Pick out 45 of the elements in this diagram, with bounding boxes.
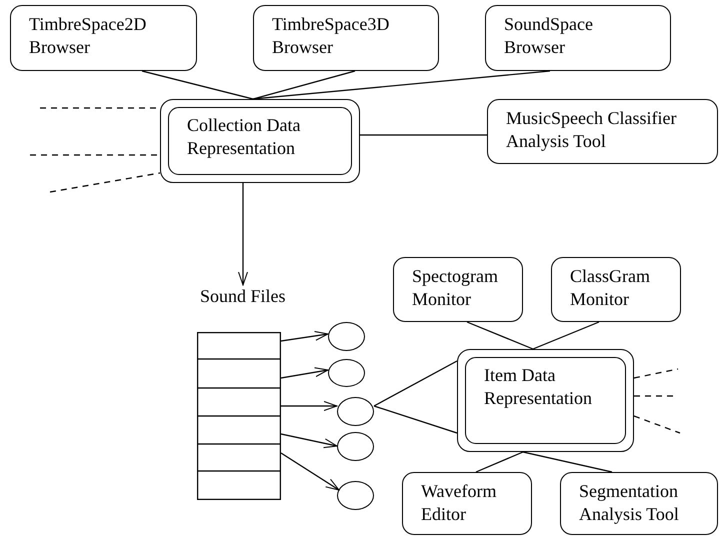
arrow [281, 401, 338, 411]
arrow [280, 367, 328, 379]
connector-line [374, 360, 458, 407]
node-label: Spectogram Monitor [412, 265, 499, 311]
connector-line [466, 321, 534, 350]
connector-line [374, 405, 458, 434]
arrow [280, 433, 338, 448]
arrow [238, 183, 248, 286]
dashed-line [634, 368, 678, 379]
oval-node [337, 481, 374, 510]
process-box [10, 5, 197, 71]
connector-line [476, 451, 524, 473]
process-box [253, 5, 439, 71]
node-label: Waveform Editor [421, 480, 498, 526]
node-label: Collection Data Representation [187, 114, 302, 160]
arrow [280, 452, 340, 490]
node-label: TimbreSpace2D Browser [29, 13, 148, 59]
oval-node [328, 322, 365, 351]
connector-line [522, 451, 612, 473]
process-box [485, 5, 671, 71]
dashed-line [30, 154, 160, 156]
dashed-line [50, 172, 160, 193]
double-box [160, 99, 360, 183]
oval-node [337, 397, 374, 426]
connector-line [252, 70, 356, 100]
oval-node [337, 432, 374, 461]
connector-line [252, 70, 550, 100]
connector-line [142, 70, 254, 100]
node-label: ClassGram Monitor [570, 265, 651, 311]
process-box [560, 472, 718, 535]
node-label: TimbreSpace3D Browser [272, 13, 390, 59]
node-label: Item Data Representation [484, 364, 593, 410]
process-box [487, 99, 718, 164]
dashed-line [634, 415, 680, 434]
arrow [280, 330, 328, 342]
node-label: SoundSpace Browser [504, 13, 594, 59]
node-label: MusicSpeech Classifier Analysis Tool [506, 107, 678, 153]
process-box [393, 257, 523, 322]
process-box [551, 257, 681, 322]
connector-line [532, 321, 600, 350]
node-label: Segmentation Analysis Tool [579, 480, 680, 526]
process-box [402, 472, 532, 535]
double-box [457, 349, 634, 452]
connector-line [360, 134, 487, 136]
oval-node [328, 359, 365, 387]
